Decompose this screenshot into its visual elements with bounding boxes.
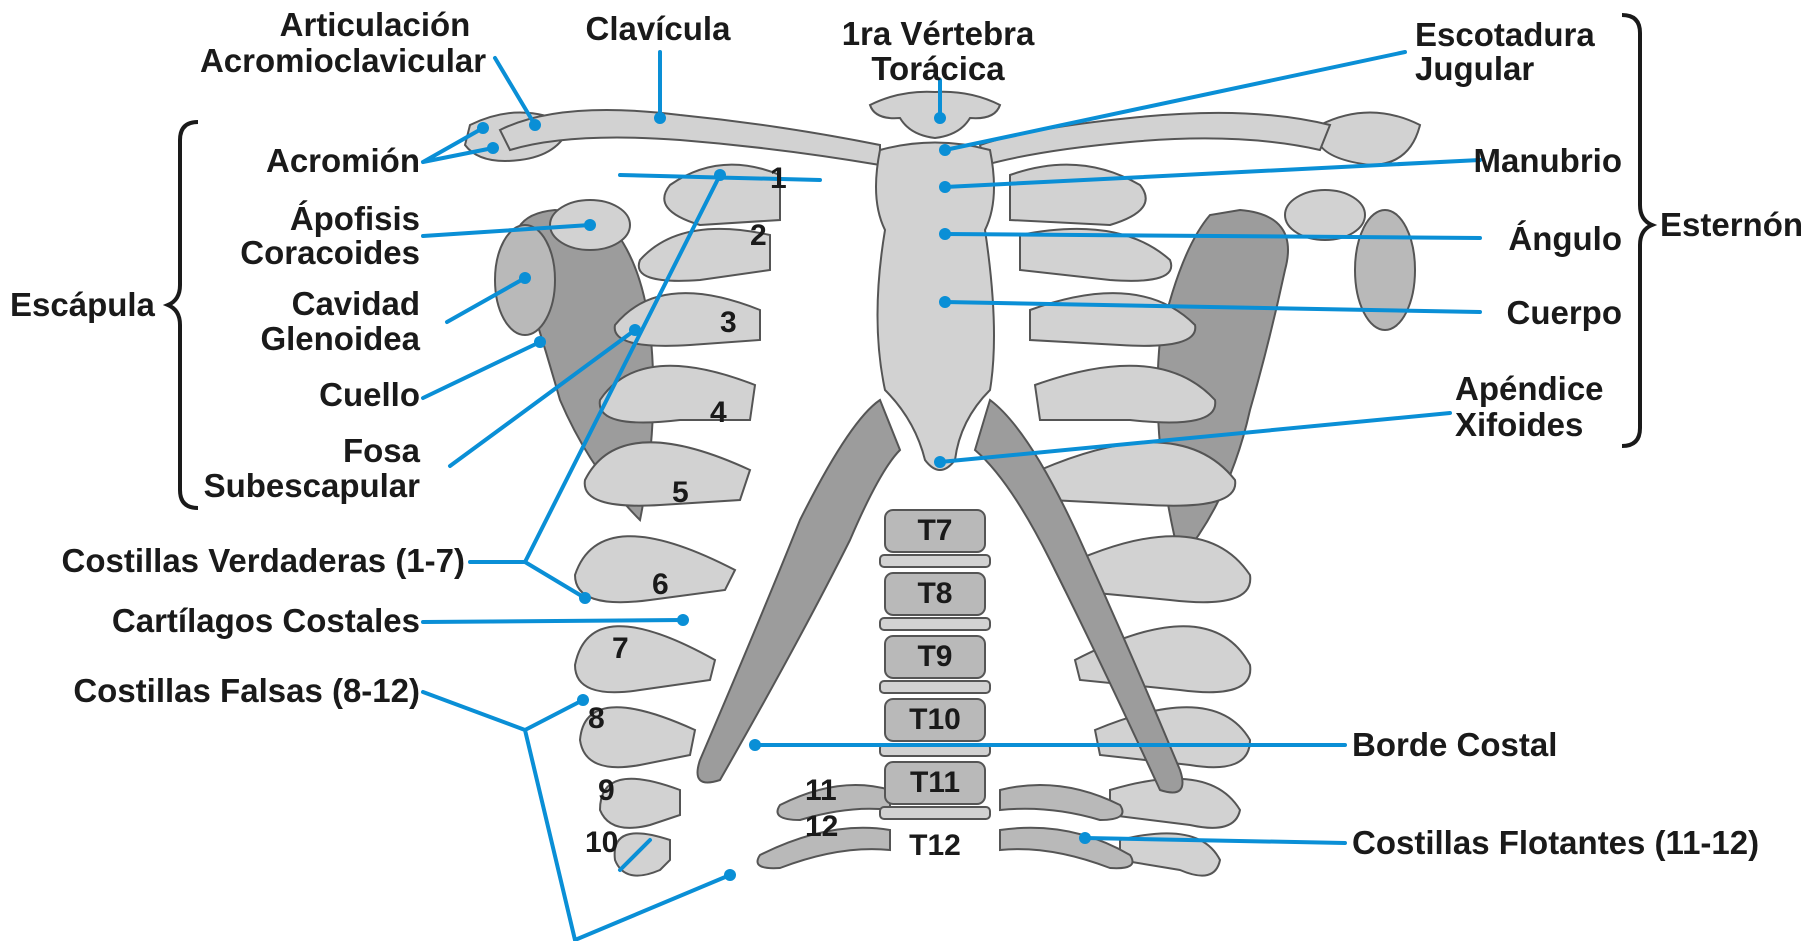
rib-number: 5 (672, 476, 689, 509)
rib-number: 9 (598, 774, 615, 807)
sternum-brace (1622, 15, 1652, 446)
rib-number: 8 (588, 702, 605, 735)
vertebra-label: T11 (910, 766, 960, 799)
right-coracoid (1285, 190, 1365, 240)
label-apofisis: Ápofisis (290, 200, 420, 237)
label-articulacion: Articulación (280, 6, 471, 43)
rib-number: 1 (770, 162, 787, 195)
label-apofisis: Coracoides (240, 234, 420, 271)
label-escapula: Escápula (10, 286, 156, 323)
vertebra-label: T12 (909, 829, 961, 862)
rib-number: 2 (750, 219, 767, 252)
label-borde-costal: Borde Costal (1352, 726, 1557, 763)
rib-number: 10 (585, 826, 618, 859)
rib-number: 6 (652, 568, 669, 601)
right-acromion (1320, 113, 1420, 166)
label-fosa: Fosa (343, 432, 421, 469)
vertebra-label: T8 (917, 577, 952, 610)
label-costillas-flotantes: Costillas Flotantes (11-12) (1352, 824, 1759, 861)
label-cuello: Cuello (319, 376, 420, 413)
label-costillas-falsas: Costillas Falsas (8-12) (73, 672, 420, 709)
rib-number: 4 (710, 396, 727, 429)
label-articulacion: Acromioclavicular (200, 42, 486, 79)
vertebra-label: T10 (909, 703, 961, 736)
rib-number: 11 (805, 774, 837, 807)
label-cuerpo: Cuerpo (1507, 294, 1623, 331)
label-vertebra: 1ra Vértebra (842, 15, 1035, 52)
label-escotadura: Escotadura (1415, 16, 1595, 53)
thorax-illustration (465, 92, 1420, 876)
label-clavicula: Clavícula (586, 10, 732, 47)
label-esternon: Esternón (1660, 206, 1803, 243)
vertebra-label: T7 (917, 514, 952, 547)
label-apendice: Xifoides (1455, 406, 1583, 443)
label-acromion: Acromión (266, 142, 420, 179)
right-clavicle (980, 113, 1330, 165)
scapula-brace (168, 122, 198, 508)
sternum (876, 143, 994, 471)
label-manubrio: Manubrio (1474, 142, 1622, 179)
label-fosa: Subescapular (204, 467, 421, 504)
label-vertebra: Torácica (871, 50, 1005, 87)
label-angulo: Ángulo (1508, 220, 1622, 257)
rib-number: 7 (612, 632, 629, 665)
label-apendice: Apéndice (1455, 370, 1604, 407)
left-costal-cartilage (698, 400, 901, 783)
vertebra-label: T9 (917, 640, 952, 673)
label-cartilagos: Cartílagos Costales (112, 602, 420, 639)
label-cavidad: Glenoidea (260, 320, 420, 357)
rib-number: 3 (720, 306, 737, 339)
rib-number: 12 (805, 810, 838, 843)
label-escotadura: Jugular (1415, 50, 1534, 87)
label-cavidad: Cavidad (292, 285, 420, 322)
label-costillas-verdaderas: Costillas Verdaderas (1-7) (61, 542, 465, 579)
left-clavicle (500, 110, 880, 165)
